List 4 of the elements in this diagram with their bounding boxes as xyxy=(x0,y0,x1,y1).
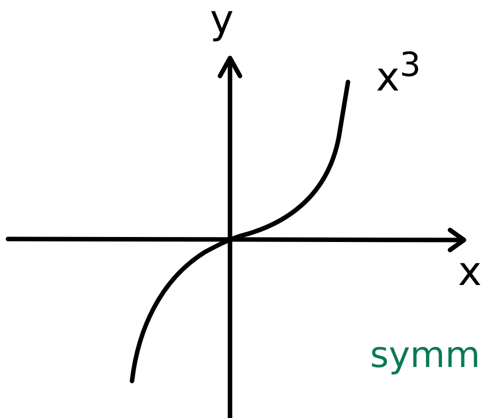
axis-label: y xyxy=(210,0,234,40)
note-text: symm xyxy=(370,338,480,374)
function-label: x$^{3}$ xyxy=(376,48,421,98)
axis-label: x xyxy=(458,252,482,292)
